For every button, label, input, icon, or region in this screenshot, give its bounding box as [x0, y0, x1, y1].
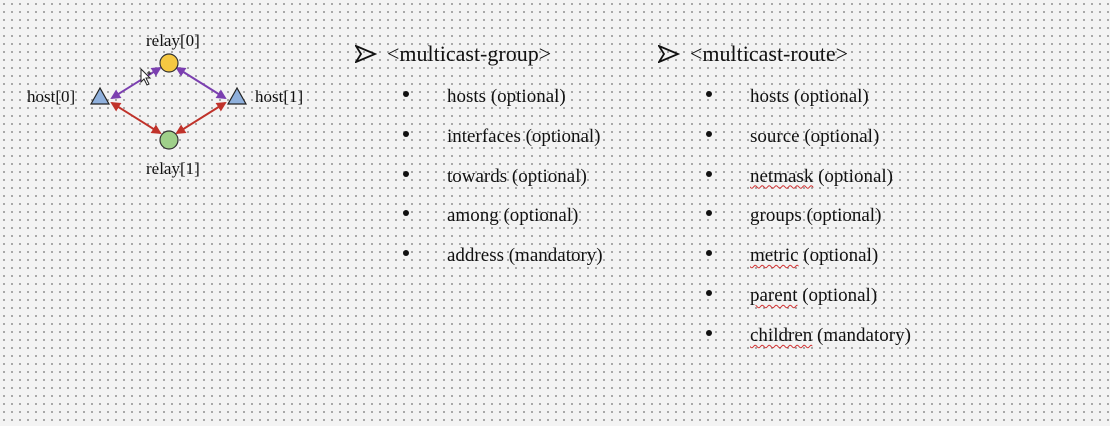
bullet-dot-icon	[706, 170, 712, 177]
list-item: metric (optional)	[706, 246, 911, 286]
multicast-route-heading: <multicast-route>	[690, 41, 848, 66]
link-host0-relay1	[110, 101, 162, 135]
list-item: netmask (optional)	[706, 167, 911, 207]
cursor-move-icon	[140, 67, 152, 86]
host1-label: host[1]	[255, 87, 304, 106]
multicast-route-list: hosts (optional) source (optional) netma…	[706, 87, 911, 366]
multicast-route-heading-row: <multicast-route>	[658, 43, 911, 65]
list-item-keyword: metric	[750, 245, 799, 267]
list-item-text: address (mandatory)	[447, 245, 603, 267]
multicast-group-list: hosts (optional) interfaces (optional) t…	[403, 87, 603, 286]
list-item: children (mandatory)	[706, 326, 911, 366]
host0-node	[89, 86, 111, 105]
host1-node	[226, 86, 248, 105]
list-item: towards (optional)	[403, 167, 603, 207]
list-item-qualifier: (optional)	[798, 245, 879, 267]
list-item: interfaces (optional)	[403, 127, 603, 167]
bullet-dot-icon	[706, 210, 712, 217]
multicast-group-section: <multicast-group> hosts (optional) inter…	[355, 43, 603, 286]
multicast-group-heading-row: <multicast-group>	[355, 43, 603, 65]
arrowhead-bullet-icon	[658, 45, 680, 63]
list-item-qualifier: (optional)	[813, 165, 894, 187]
list-item: groups (optional)	[706, 206, 911, 246]
list-item-keyword: children	[750, 324, 813, 346]
list-item-keyword: netmask	[750, 165, 814, 187]
list-item: among (optional)	[403, 206, 603, 246]
list-item-qualifier: (optional)	[789, 86, 869, 107]
list-item-keyword: hosts	[750, 86, 790, 107]
bullet-dot-icon	[403, 91, 409, 97]
list-item: parent (optional)	[706, 286, 911, 326]
list-item-qualifier: (mandatory)	[812, 324, 911, 346]
list-item-text: among (optional)	[447, 205, 579, 227]
multicast-route-section: <multicast-route> hosts (optional) sourc…	[658, 43, 911, 366]
relay0-node	[159, 53, 179, 73]
bullet-dot-icon	[403, 170, 409, 177]
list-item-text: interfaces (optional)	[447, 125, 601, 147]
multicast-group-heading: <multicast-group>	[387, 41, 552, 66]
link-relay0-host1	[175, 66, 227, 100]
list-item-text: hosts (optional)	[447, 86, 566, 107]
list-item: hosts (optional)	[706, 87, 911, 127]
bullet-dot-icon	[706, 91, 712, 97]
host0-label: host[0]	[27, 87, 76, 106]
list-item-text: towards (optional)	[447, 165, 587, 187]
list-item: hosts (optional)	[403, 87, 603, 127]
network-diagram: relay[0] relay[1] host[0] host[1]	[0, 0, 340, 200]
relay0-label: relay[0]	[146, 31, 200, 50]
diagram-canvas	[89, 53, 248, 150]
list-item: address (mandatory)	[403, 246, 603, 286]
arrowhead-bullet-icon	[355, 45, 377, 63]
bullet-dot-icon	[706, 289, 712, 296]
link-host0-relay0	[110, 66, 162, 100]
list-item-keyword: source	[750, 125, 800, 147]
bullet-dot-icon	[706, 130, 712, 137]
bullet-dot-icon	[403, 130, 409, 137]
link-relay1-host1	[175, 101, 227, 135]
bullet-dot-icon	[706, 329, 712, 336]
list-item-keyword: groups	[750, 205, 802, 227]
list-item-qualifier: (optional)	[801, 205, 882, 227]
bullet-dot-icon	[706, 250, 712, 257]
list-item-qualifier: (optional)	[799, 125, 880, 147]
relay1-node	[159, 130, 179, 150]
relay1-label: relay[1]	[146, 159, 200, 178]
list-item: source (optional)	[706, 127, 911, 167]
bullet-dot-icon	[403, 250, 409, 257]
bullet-dot-icon	[403, 210, 409, 217]
list-item-qualifier: (optional)	[797, 284, 878, 306]
list-item-keyword: parent	[750, 284, 798, 306]
